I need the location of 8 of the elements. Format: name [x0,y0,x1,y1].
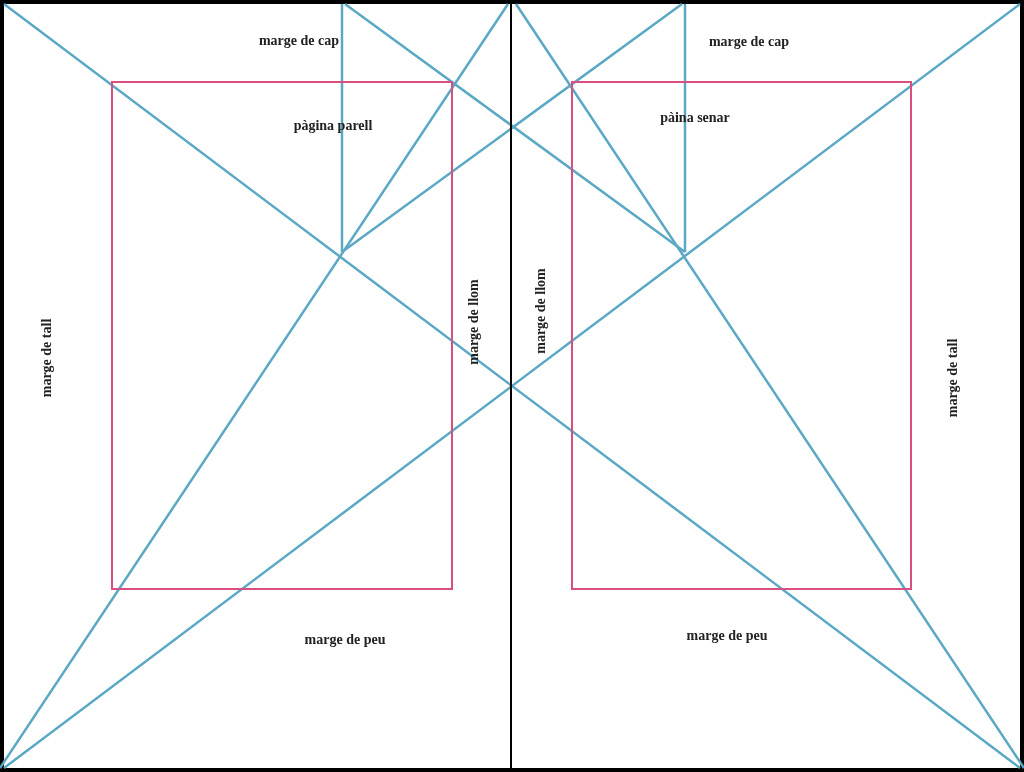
margin-label: marge de peu [304,632,386,648]
margin-label: marge de tall [945,338,961,418]
margin-label: marge de peu [686,628,768,644]
margin-label: marge de llom [466,279,482,365]
margin-label: marge de llom [533,268,549,354]
margin-label: marge de tall [39,318,55,398]
margin-label: marge de cap [258,33,340,49]
margin-label: marge de cap [708,34,790,50]
